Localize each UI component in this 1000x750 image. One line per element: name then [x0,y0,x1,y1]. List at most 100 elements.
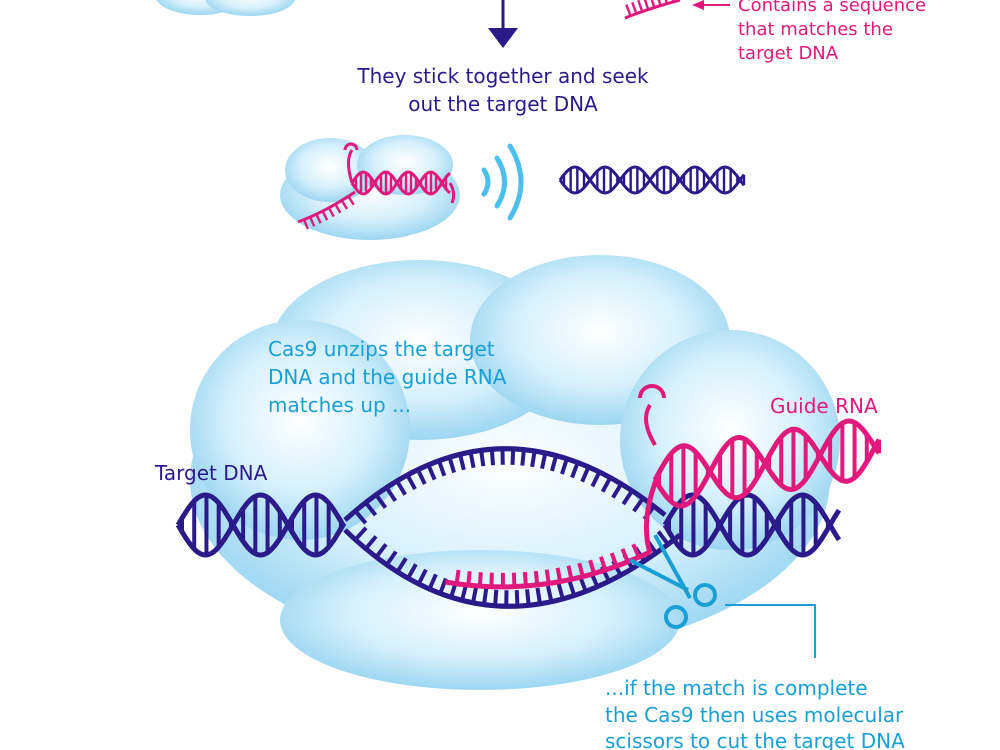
guide-rna-fragment [624,0,681,20]
base-rung [600,476,613,493]
guide-rna-helix-small [297,142,456,230]
base-rung [489,449,496,466]
top-note-line: target DNA [738,43,839,64]
rna-hairpin [638,384,666,447]
base-rung [302,219,309,230]
backbone-strand [175,492,347,558]
base-rung [353,509,368,525]
top-note-line: Contains a sequence [738,0,926,16]
base-rung [447,456,457,474]
base-rung [437,460,447,477]
base-rung [588,559,596,575]
base-rung [525,589,531,606]
base-rung [454,569,461,585]
base-rung [514,590,520,607]
backbone-strand [652,426,882,501]
signal-waves-icon [481,143,524,221]
base-rung [530,450,537,468]
base-rung [309,216,316,227]
base-rung [664,0,669,4]
base-rung [471,586,479,604]
left-arrow-icon [692,0,730,10]
base-rung [405,474,417,491]
base-rung [656,530,670,546]
base-rung [631,543,641,558]
step-caption: They stick together and seek out the tar… [356,64,649,116]
base-rung [632,497,645,513]
target-dna-label: Target DNA [154,461,268,485]
base-rung [637,0,644,12]
base-rung [570,461,580,479]
backbone-strand [652,418,882,509]
rna-link [643,474,661,554]
base-rung [482,588,489,605]
base-rung [460,584,468,601]
base-rung [416,568,428,585]
base-rung [466,571,472,586]
base-rung [395,557,408,573]
target-dna-small [558,165,746,195]
backbone-strand [624,0,681,20]
cloud-top-left [156,0,295,16]
base-rung [590,471,602,488]
base-rung [510,448,516,465]
base-rung [540,452,548,470]
base-rung [550,455,559,472]
base-rung [609,552,619,567]
top-note: Contains a sequence that matches the tar… [738,0,926,64]
base-rung [364,501,378,517]
bottom-note-line: ...if the match is complete [605,676,868,700]
down-arrow-icon [488,0,518,48]
bottom-note-line: scissors to cut the target DNA [605,729,905,750]
base-rung [477,572,483,587]
backbone-strand [350,170,451,196]
base-rung [533,570,540,586]
base-rung [347,195,355,206]
base-rung [560,458,569,475]
base-rung [599,556,608,571]
base-rung [416,468,427,485]
base-rung [535,587,542,605]
guide-rna-label: Guide RNA [770,394,878,418]
cloud-caption-line: DNA and the guide RNA [268,365,507,389]
base-rung [650,0,656,8]
base-rung [567,579,577,597]
bottom-note: ...if the match is complete the Cas9 the… [605,676,905,750]
base-rung [327,207,335,218]
top-note-line: that matches the [738,19,893,40]
base-rung [426,464,437,481]
step-caption-line: out the target DNA [408,92,598,116]
base-rung [340,199,349,210]
base-rung [620,548,630,563]
base-rung [427,573,438,590]
base-rung [321,210,329,221]
base-rung [522,571,528,587]
callout-line [725,604,816,658]
base-rung [406,563,418,580]
base-rung [315,213,322,224]
bottom-note-line: the Cas9 then uses molecular [605,703,904,727]
base-rung [334,203,342,214]
base-rung [353,526,368,542]
base-rung [493,589,499,606]
guide-rna-large [444,384,882,590]
base-rung [657,0,662,6]
cloud-caption: Cas9 unzips the target DNA and the guide… [268,337,507,417]
base-rung [395,479,407,496]
base-rung [468,451,476,469]
base-rung [577,562,585,578]
backbone-strand [350,170,451,196]
base-rung [580,466,591,483]
cloud-caption-line: Cas9 unzips the target [268,337,495,361]
base-rung [544,569,551,584]
backbone-strand [175,492,347,558]
backbone-strand [297,190,356,224]
base-rung [511,572,517,587]
backbone-strand [558,165,746,195]
base-rung [520,449,526,466]
base-rung [458,453,466,471]
base-rung [621,489,634,506]
base-rung [364,535,378,550]
base-rung [555,567,563,582]
scissors-icon [629,534,717,629]
